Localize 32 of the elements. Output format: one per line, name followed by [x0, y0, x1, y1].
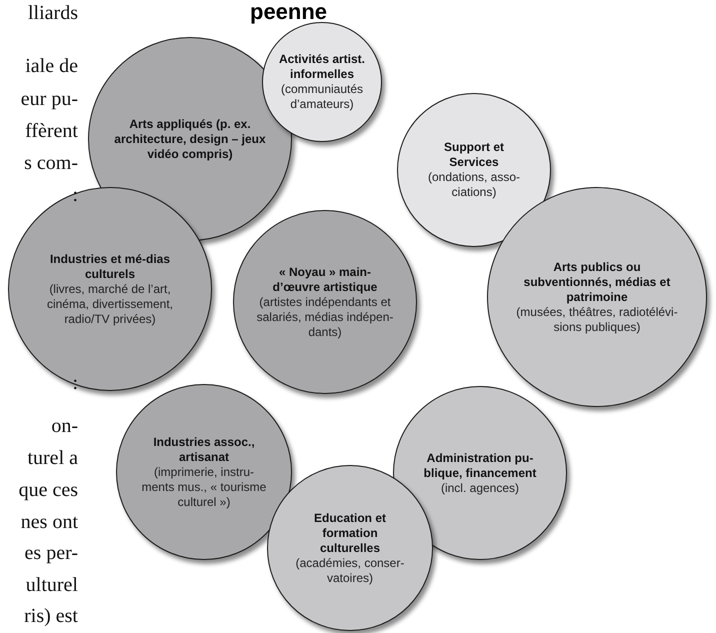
body-text-fragment: ffèrent [25, 120, 78, 142]
circle-description: (imprimerie, instru- ments mus., « tourisme culturel ») [140, 464, 268, 510]
body-text-fragment: s com- [24, 152, 78, 174]
circle-description: (académies, conser- vatoires) [294, 556, 406, 586]
circle-heading: Activités artist. informelles [278, 52, 366, 82]
circle-description: (communiautés d’amateurs) [280, 82, 364, 112]
circle-description: (ondations, asso- ciations) [426, 170, 522, 200]
body-text-fragment: lliards [28, 2, 78, 24]
heading-fragment: peenne [250, 0, 328, 24]
circle-heading: Industries assoc., artisanat [152, 434, 256, 464]
circle-heading: Arts publics ou subventionnés, médias et patrimoine [522, 260, 672, 304]
body-text-fragment: ulturel [26, 574, 78, 596]
body-text-fragment: ris) est [24, 605, 78, 627]
circle-heading: Administration pu- blique, financement [422, 450, 538, 480]
body-text-fragment: nes ont [20, 511, 78, 533]
body-text-fragment: iale de [25, 55, 78, 77]
circle-heading: Arts appliqués (p. ex. architecture, design – jeux vidéo compris) [113, 116, 267, 162]
circle-heading: « Noyau » main- d’œuvre artistique [272, 264, 378, 294]
body-text-fragment: es per- [24, 542, 78, 564]
circle-description: (incl. agences) [440, 480, 520, 496]
body-text-fragment: on- [51, 415, 78, 437]
body-text-fragment: : [72, 184, 78, 206]
body-text-fragment: que ces [18, 479, 78, 501]
circle-description: (musées, théâtres, radiotélévi- sions publiques) [515, 304, 679, 334]
body-text-fragment: : [72, 372, 78, 394]
circle-heading: Education et formation culturelles [312, 510, 387, 556]
circle-description: (livres, marché de l’art, cinéma, divertissement, radio/TV privées) [46, 282, 174, 326]
circle-heading: Industries et mé-dias culturels [48, 252, 172, 282]
circle-heading: Support et Services [443, 140, 505, 170]
body-text-fragment: turel a [27, 447, 78, 469]
circle-description: (artistes indépendants et salariés, médias indépen- dants) [256, 294, 394, 340]
body-text-fragment: eur pu- [20, 88, 78, 110]
